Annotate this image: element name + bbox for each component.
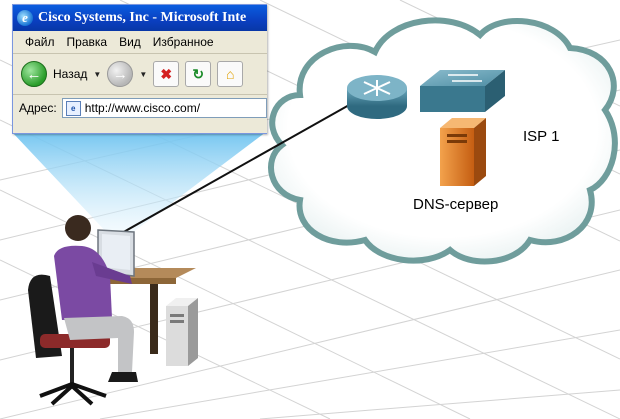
menu-view[interactable]: Вид <box>119 35 141 49</box>
view-beam <box>12 132 266 236</box>
browser-menubar: Файл Правка Вид Избранное <box>13 31 267 54</box>
address-bar: Адрес: e http://www.cisco.com/ <box>13 95 267 121</box>
dns-server-label: DNS-сервер <box>413 196 499 213</box>
menu-edit[interactable]: Правка <box>66 35 108 49</box>
forward-dropdown-icon[interactable]: ▼ <box>139 69 148 79</box>
network-link <box>119 99 359 235</box>
menu-favorites[interactable]: Избранное <box>152 35 214 49</box>
address-input[interactable]: e http://www.cisco.com/ <box>61 98 267 118</box>
browser-toolbar: ← Назад ▼ → ▼ ✖ ↻ ⌂ <box>13 54 267 95</box>
stop-icon[interactable]: ✖ <box>153 61 180 87</box>
isp-label: ISP 1 <box>523 128 560 145</box>
address-url: http://www.cisco.com/ <box>84 101 201 115</box>
menu-file[interactable]: Файл <box>25 35 55 49</box>
user-at-desk-icon <box>28 215 196 406</box>
router-icon <box>347 75 407 119</box>
refresh-icon[interactable]: ↻ <box>185 61 212 87</box>
back-arrow-icon[interactable]: ← <box>21 61 47 87</box>
back-dropdown-icon[interactable]: ▼ <box>93 69 102 79</box>
browser-window: e Cisco Systems, Inc - Microsoft Inte Фа… <box>12 4 267 134</box>
switch-icon <box>420 70 505 112</box>
ie-logo-icon: e <box>17 10 33 26</box>
browser-title: Cisco Systems, Inc - Microsoft Inte <box>38 10 247 25</box>
server-icon <box>440 118 486 186</box>
pc-tower-icon <box>166 298 198 366</box>
back-button-label[interactable]: Назад <box>53 67 88 81</box>
browser-titlebar: e Cisco Systems, Inc - Microsoft Inte <box>13 5 267 31</box>
page-icon: e <box>65 100 81 116</box>
address-label: Адрес: <box>19 101 57 115</box>
forward-arrow-icon[interactable]: → <box>107 61 134 87</box>
home-icon[interactable]: ⌂ <box>217 61 244 87</box>
